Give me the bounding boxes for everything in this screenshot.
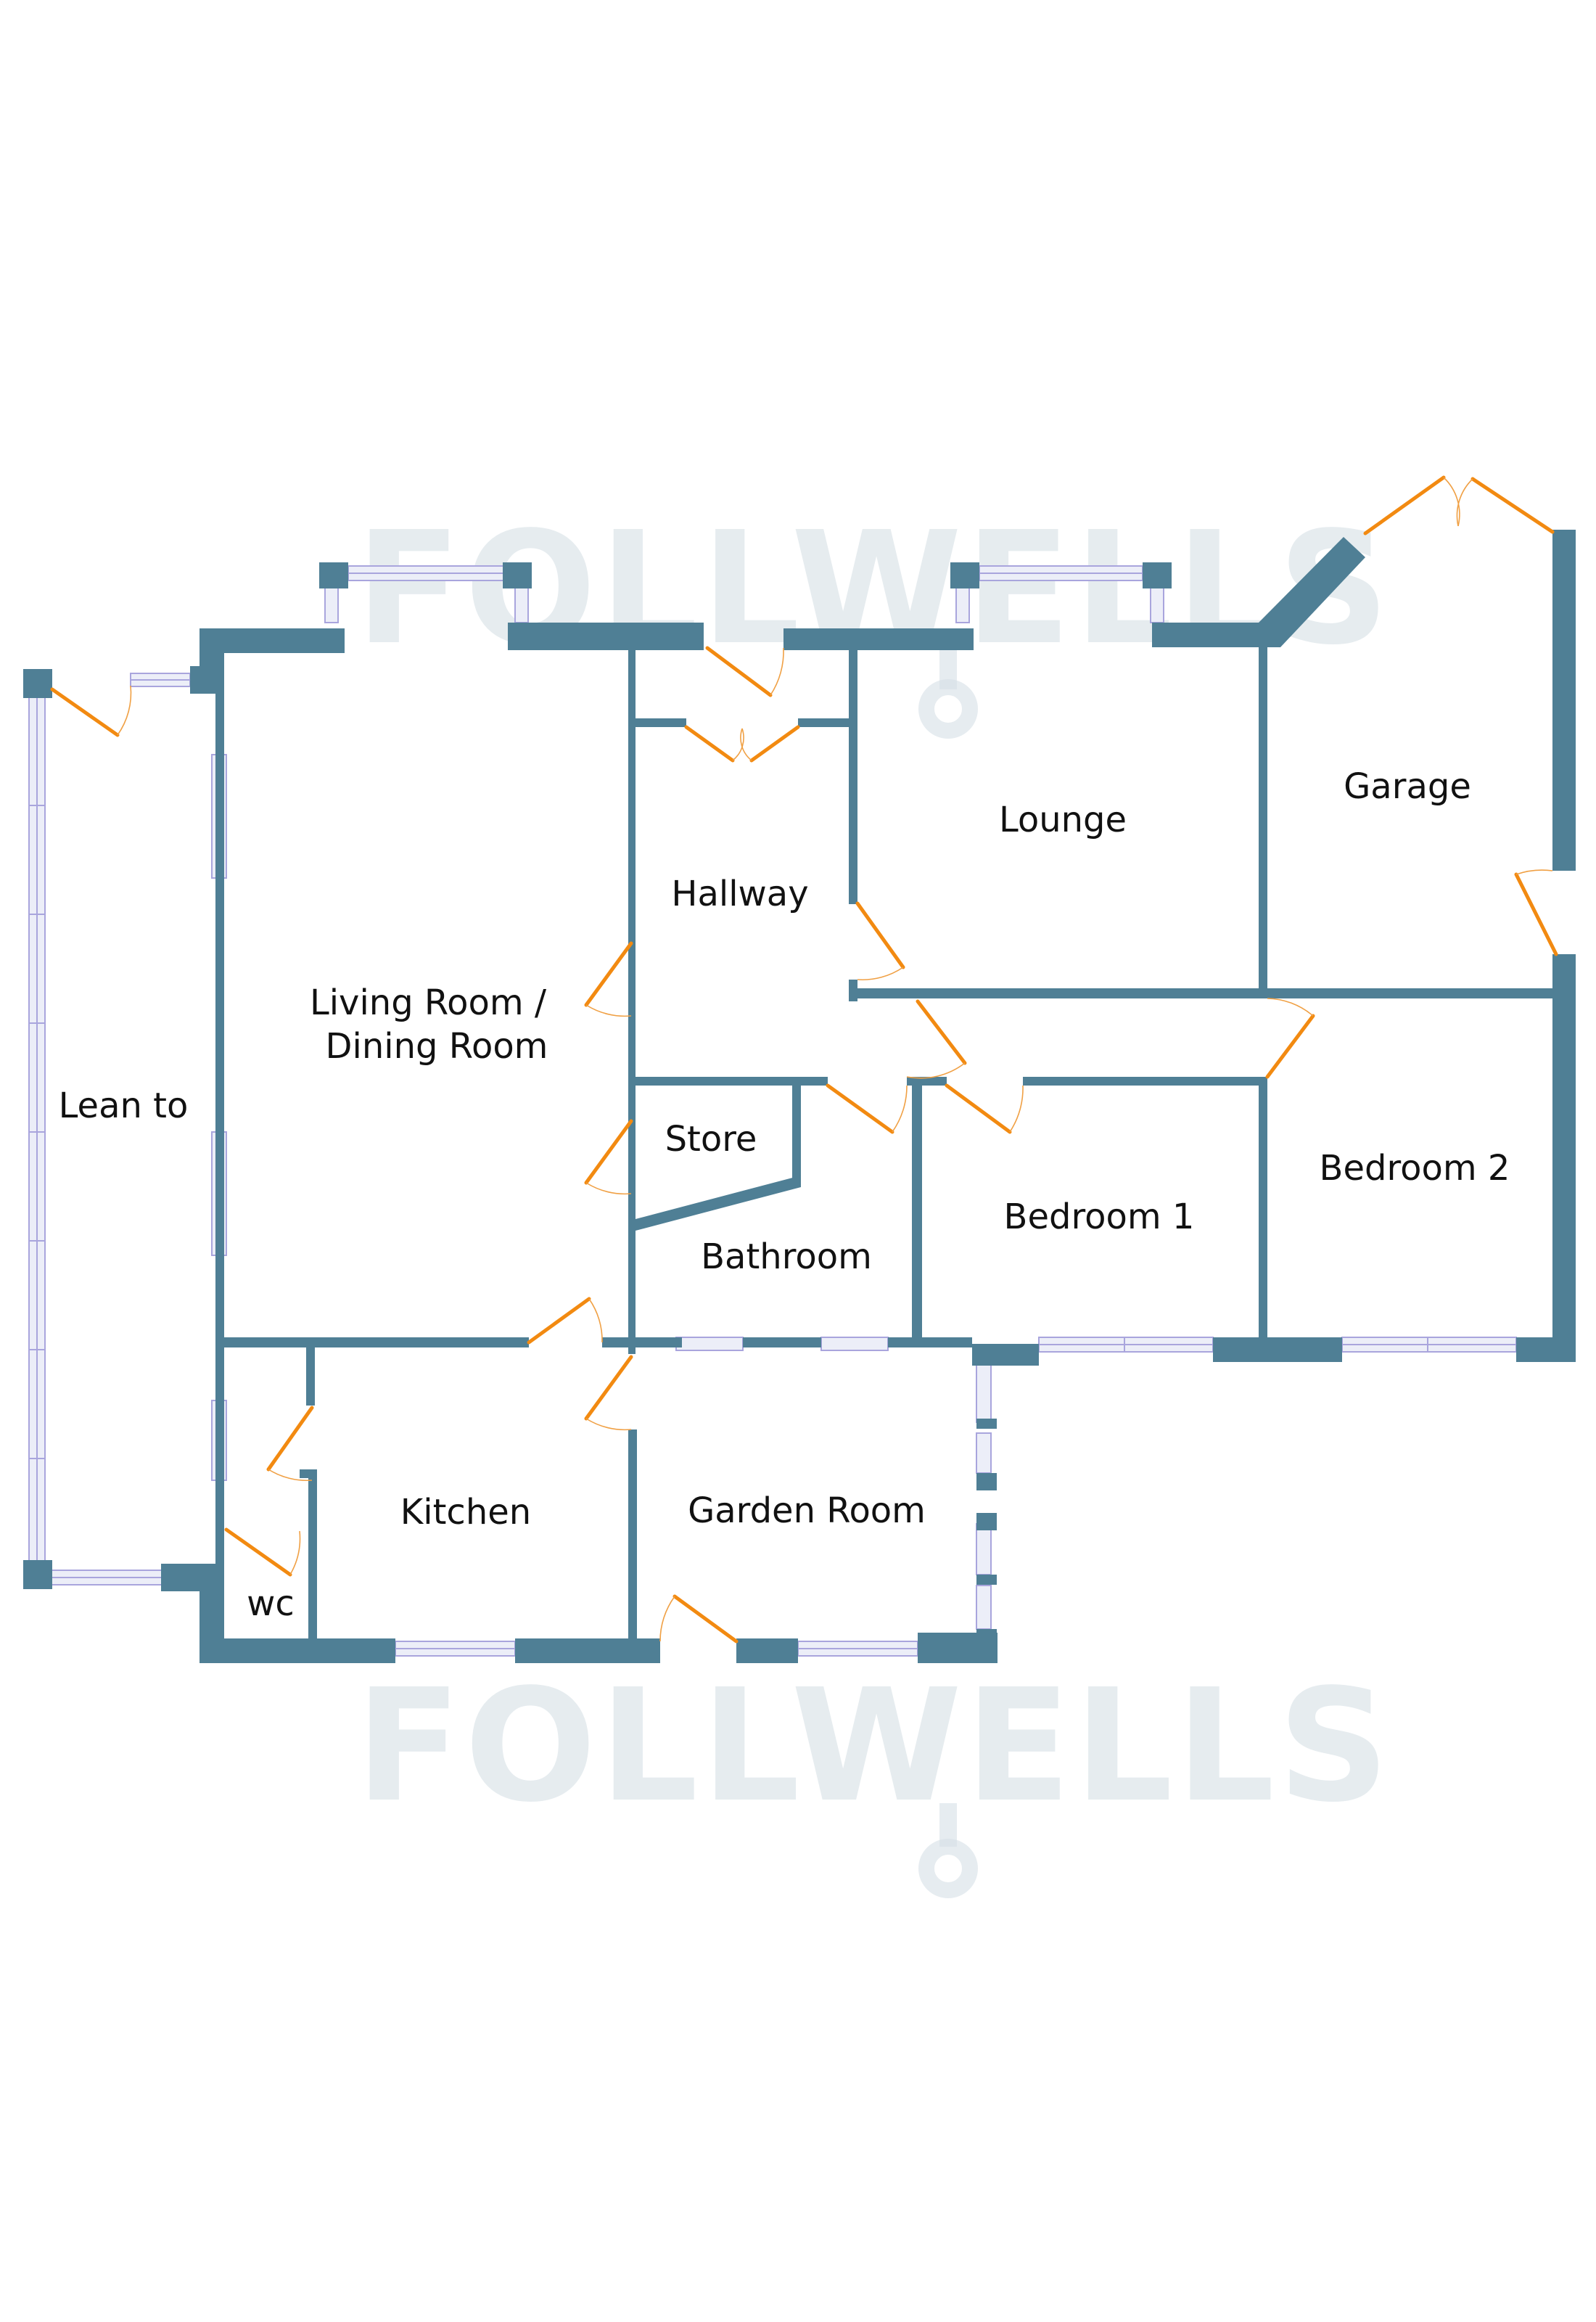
door-garage-side [1514, 872, 1558, 956]
window-garden-east-3 [976, 1523, 992, 1575]
doors [50, 475, 1558, 1644]
door-bedroom1 [945, 1083, 1012, 1134]
door-garage-left [1363, 475, 1446, 536]
watermark-key-ring-top [918, 679, 978, 739]
door-garden-room [584, 1355, 633, 1421]
door-bathroom [826, 1083, 894, 1134]
label-wc: wc [247, 1583, 295, 1624]
walls [23, 530, 1576, 1663]
watermark-text-top: FOLLWELLS [355, 499, 1392, 679]
label-lean-to: Lean to [59, 1086, 189, 1126]
window-garden-east-1 [976, 1363, 992, 1423]
window-garden-east-4 [976, 1585, 992, 1630]
window-lounge-bay-right [1150, 586, 1164, 623]
watermark-text-bottom: FOLLWELLS [355, 1656, 1392, 1837]
label-store: Store [665, 1119, 757, 1160]
door-kitchen-wc-side [266, 1406, 314, 1472]
door-living-1 [584, 941, 633, 1007]
door-corridor [916, 999, 967, 1065]
label-hallway: Hallway [671, 874, 808, 914]
label-garden-room: Garden Room [688, 1490, 926, 1531]
door-wc [224, 1527, 292, 1577]
label-bathroom: Bathroom [701, 1236, 872, 1277]
door-leanto [50, 687, 120, 737]
door-hallway-right [749, 725, 800, 763]
door-kitchen [527, 1297, 591, 1345]
label-bedroom-1: Bedroom 1 [1004, 1197, 1195, 1237]
label-kitchen: Kitchen [400, 1492, 531, 1533]
window-living-bay-right [514, 586, 529, 623]
label-lounge: Lounge [999, 800, 1127, 840]
door-bedroom2 [1265, 1014, 1315, 1079]
door-hallway-left [684, 725, 735, 763]
watermark-top: FOLLWELLS [355, 499, 1392, 739]
label-living-room-line1: Living Room / [310, 982, 547, 1023]
window-living-bay-left [324, 586, 339, 623]
door-lounge [855, 901, 905, 969]
door-garden-exterior [672, 1594, 739, 1644]
label-living-room-line2: Dining Room [326, 1026, 548, 1067]
window-bathroom-1 [675, 1337, 744, 1351]
door-front [705, 646, 773, 697]
door-garage-right [1470, 477, 1555, 534]
label-garage: Garage [1344, 766, 1471, 807]
door-living-2 [584, 1119, 633, 1185]
window-lounge-bay-left [955, 586, 970, 623]
window-bathroom-2 [820, 1337, 889, 1351]
watermark-bottom: FOLLWELLS [355, 1656, 1392, 1898]
watermark-key-ring-bottom [918, 1839, 978, 1898]
label-bedroom-2: Bedroom 2 [1320, 1148, 1510, 1189]
room-labels: Lean to Living Room / Dining Room Hallwa… [59, 766, 1510, 1624]
window-garden-east-2 [976, 1432, 992, 1474]
